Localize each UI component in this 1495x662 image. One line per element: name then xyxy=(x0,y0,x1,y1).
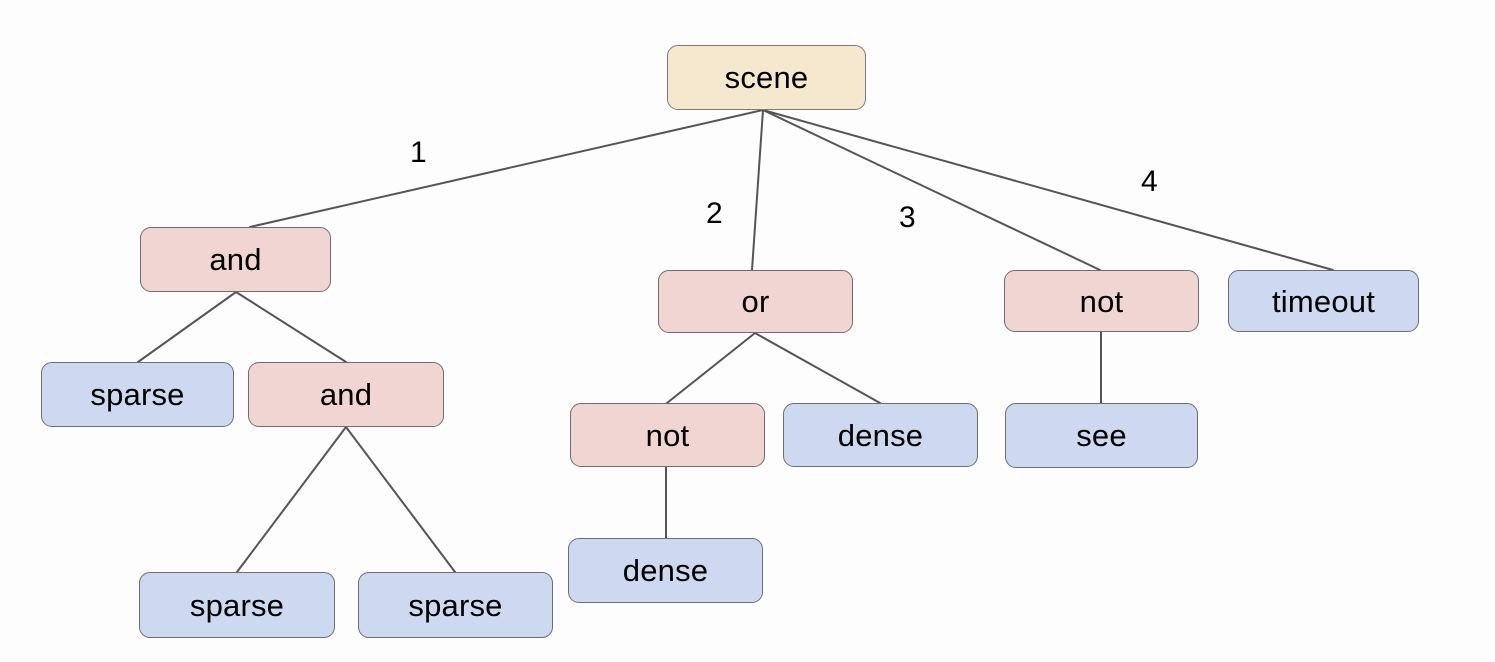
tree-node-sparse3[interactable]: sparse xyxy=(358,572,553,638)
tree-node-scene[interactable]: scene xyxy=(667,45,866,110)
tree-edge-scene-to-timeout1 xyxy=(762,109,1334,271)
tree-node-sparse2[interactable]: sparse xyxy=(139,572,335,638)
tree-edge-or1-to-dense1 xyxy=(754,332,881,404)
tree-node-and2[interactable]: and xyxy=(248,362,444,427)
tree-node-timeout1[interactable]: timeout xyxy=(1228,270,1419,332)
tree-node-dense2[interactable]: dense xyxy=(568,538,763,603)
tree-edge-and1-to-sparse1 xyxy=(137,291,237,363)
tree-edge-or1-to-not2 xyxy=(666,332,756,404)
tree-edge-and2-to-sparse2 xyxy=(236,426,347,573)
tree-node-not2[interactable]: not xyxy=(570,403,765,467)
tree-node-dense1[interactable]: dense xyxy=(783,403,978,467)
edge-label-1: 1 xyxy=(410,136,427,169)
tree-edge-scene-to-and1 xyxy=(249,109,764,228)
tree-edge-scene-to-not1 xyxy=(762,109,1101,271)
edge-label-3: 3 xyxy=(899,201,916,234)
edge-label-2: 2 xyxy=(706,197,723,230)
tree-node-and1[interactable]: and xyxy=(140,227,331,292)
tree-node-or1[interactable]: or xyxy=(658,270,853,333)
tree-edge-and2-to-sparse3 xyxy=(345,426,456,573)
tree-node-not1[interactable]: not xyxy=(1004,270,1199,332)
edge-label-4: 4 xyxy=(1141,165,1158,198)
tree-node-see1[interactable]: see xyxy=(1005,403,1198,468)
tree-node-sparse1[interactable]: sparse xyxy=(41,362,234,427)
tree-edge-and1-to-and2 xyxy=(235,291,347,363)
tree-edge-scene-to-or1 xyxy=(751,109,764,271)
